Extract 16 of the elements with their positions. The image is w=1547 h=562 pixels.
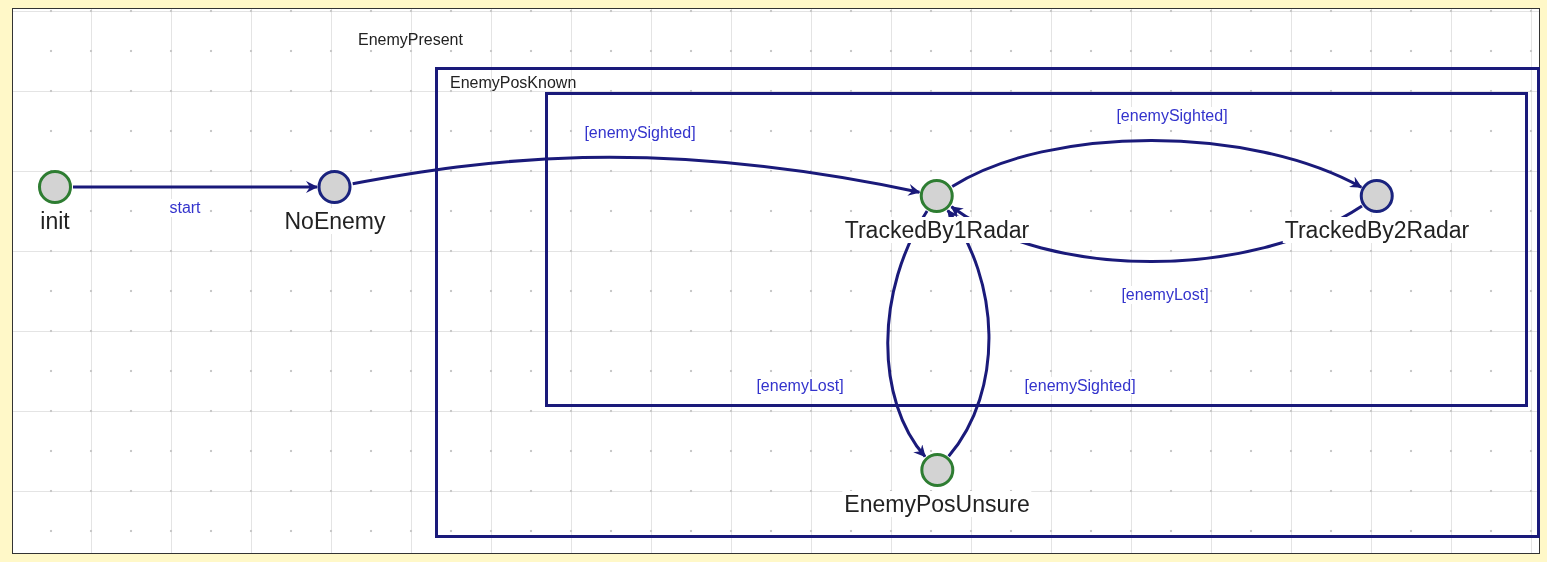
edge-label: [enemyLost]	[754, 377, 846, 395]
transition-arrow	[886, 210, 929, 458]
transition-arrow	[352, 156, 921, 197]
edge-label: [enemySighted]	[582, 124, 698, 142]
transition-arrow	[73, 181, 318, 193]
edge-label: [enemySighted]	[1114, 107, 1230, 125]
region-title: EnemyPresent	[358, 31, 463, 49]
region-title: EnemyPosKnown	[450, 74, 577, 92]
transition-arrow	[946, 209, 991, 458]
state-name: EnemyPosUnsure	[842, 491, 1032, 517]
state-name: TrackedBy1Radar	[842, 217, 1032, 243]
edge-label: start	[167, 199, 203, 217]
edge-label: [enemyLost]	[1119, 286, 1211, 304]
transition-arrow	[951, 139, 1363, 189]
state-name: TrackedBy2Radar	[1282, 217, 1472, 243]
edge-label: [enemySighted]	[1022, 377, 1138, 395]
